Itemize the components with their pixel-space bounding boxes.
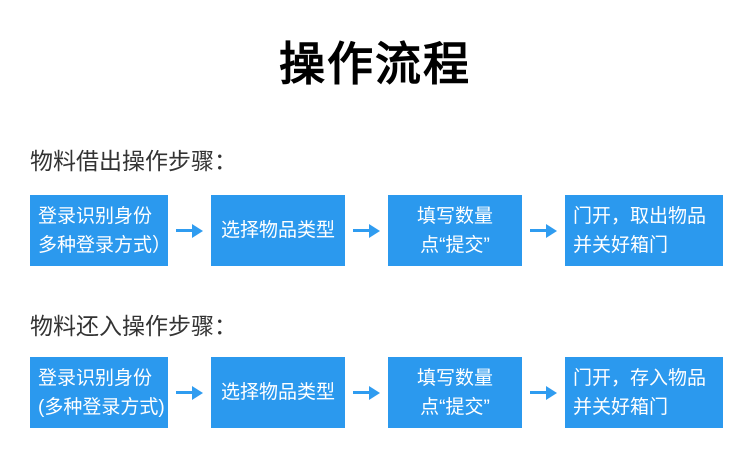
step-line: 门开，存入物品 — [573, 367, 707, 389]
step-line: 多种登录方式） — [38, 234, 172, 256]
arrow-cell — [522, 385, 565, 400]
step-box-login: 登录识别身份 (多种登录方式) — [30, 357, 168, 428]
flow-row-return: 登录识别身份 (多种登录方式) 选择物品类型 填写数量 点“提交” 门开，存入物… — [30, 357, 723, 428]
flow-heading-borrow: 物料借出操作步骤： — [30, 148, 237, 174]
arrow-cell — [522, 223, 565, 238]
arrow-right-icon — [176, 223, 203, 238]
arrow-right-icon — [530, 223, 557, 238]
page-title: 操作流程 — [279, 38, 471, 90]
step-line: 门开，取出物品 — [573, 205, 707, 227]
arrow-cell — [168, 223, 211, 238]
flow-row-borrow: 登录识别身份 多种登录方式） 选择物品类型 填写数量 点“提交” 门开，取出物品… — [30, 195, 723, 266]
step-line: 并关好箱门 — [573, 396, 669, 418]
arrow-cell — [168, 385, 211, 400]
step-line: 选择物品类型 — [220, 220, 335, 241]
step-line: 登录识别身份 — [38, 205, 153, 227]
step-line: (多种登录方式) — [38, 396, 165, 418]
step-box-select-type: 选择物品类型 — [211, 195, 345, 266]
arrow-right-icon — [530, 385, 557, 400]
arrow-right-icon — [353, 223, 380, 238]
step-line: 登录识别身份 — [38, 367, 153, 389]
step-box-fill-quantity: 填写数量 点“提交” — [388, 357, 522, 428]
step-line: 选择物品类型 — [220, 382, 335, 403]
step-box-login: 登录识别身份 多种登录方式） — [30, 195, 172, 266]
step-line: 点“提交” — [420, 396, 490, 418]
step-box-store-items: 门开，存入物品 并关好箱门 — [565, 357, 723, 428]
arrow-right-icon — [176, 385, 203, 400]
arrow-cell — [345, 385, 388, 400]
flow-heading-return: 物料还入操作步骤： — [30, 313, 237, 339]
step-line: 填写数量 — [416, 367, 493, 389]
step-box-select-type: 选择物品类型 — [211, 357, 345, 428]
step-line: 点“提交” — [420, 234, 490, 256]
step-line: 并关好箱门 — [573, 234, 669, 256]
arrow-right-icon — [353, 385, 380, 400]
step-box-take-items: 门开，取出物品 并关好箱门 — [565, 195, 723, 266]
arrow-cell — [345, 223, 388, 238]
step-box-fill-quantity: 填写数量 点“提交” — [388, 195, 522, 266]
step-line: 填写数量 — [416, 205, 493, 227]
